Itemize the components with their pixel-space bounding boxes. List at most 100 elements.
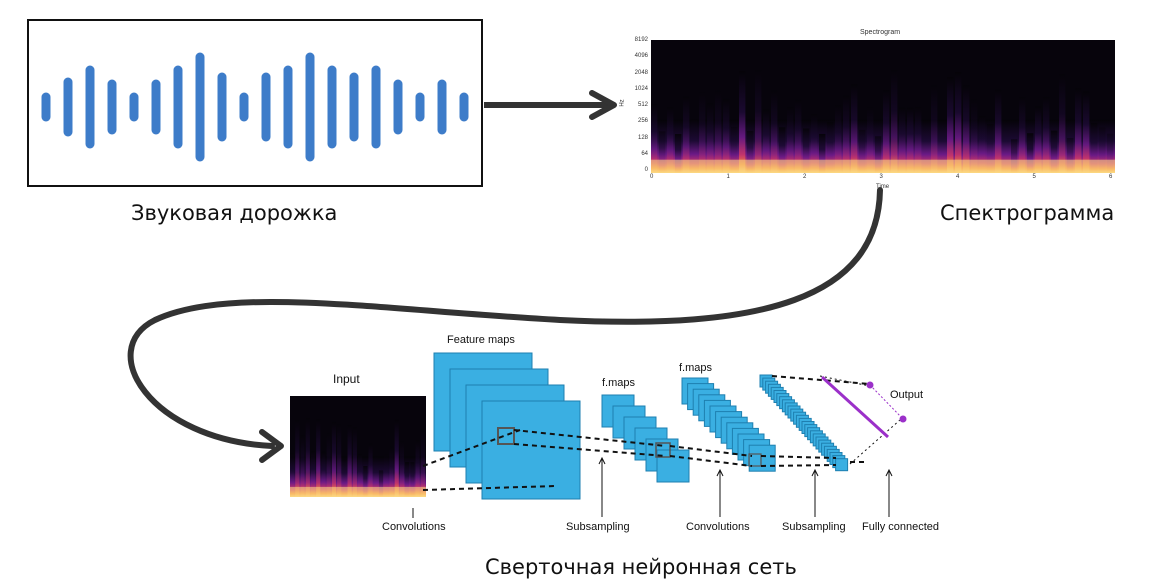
connection-line	[669, 445, 753, 457]
spectrogram-burst	[1091, 122, 1098, 173]
spectrogram-burst	[931, 85, 938, 173]
spectrogram-burst	[755, 69, 762, 173]
connection-line	[760, 464, 837, 467]
stage-pointer-head	[885, 468, 893, 477]
spectrogram-burst	[771, 90, 778, 173]
spectrogram-burst	[342, 458, 347, 497]
spectrogram-burst	[373, 456, 378, 497]
stage-label-fully-connected: Fully connected	[862, 521, 940, 533]
cnn-input-spectrogram	[290, 396, 426, 497]
spectrogram-burst	[835, 105, 842, 173]
stage-pointer-head	[598, 456, 606, 465]
connection-line	[669, 455, 753, 467]
spectrogram-burst	[683, 96, 690, 173]
connection-line	[819, 375, 871, 387]
spectrogram-burst	[405, 462, 410, 497]
output-label: Output	[890, 389, 924, 401]
spectrogram-burst	[739, 71, 746, 173]
spectrogram-burst	[787, 107, 794, 173]
audio-track-caption: Звуковая дорожка	[131, 201, 338, 225]
spectrogram-burst	[979, 116, 986, 173]
spectrogram-x-tick: 3	[879, 174, 883, 180]
spectrogram-burst	[1011, 139, 1018, 173]
spectrogram-burst	[923, 120, 930, 173]
spectrogram-burst	[763, 109, 770, 173]
kernel-window	[655, 442, 671, 458]
spectrogram-x-tick: 1	[726, 174, 730, 180]
output-layer	[820, 375, 890, 439]
spectrogram-burst	[384, 454, 389, 497]
stage-label-subsampling-2: Subsampling	[782, 521, 846, 533]
spectrogram-burst	[1067, 137, 1074, 173]
spectrogram-xlabel: Time	[876, 184, 890, 190]
spectrogram-burst	[803, 128, 810, 173]
connection-line	[422, 485, 557, 491]
spectrogram-burst	[399, 440, 405, 497]
connection-line	[849, 419, 901, 465]
stage-label-convolutions-2: Convolutions	[686, 521, 750, 533]
spectrogram-burst	[310, 450, 316, 497]
spectrogram-burst	[1043, 96, 1050, 173]
spectrogram-burst	[290, 453, 295, 497]
spectrogram-burst	[867, 106, 874, 173]
spectrogram-burst	[939, 119, 946, 173]
spectrogram-burst	[747, 130, 754, 173]
arrow-audio-to-spectrogram	[484, 90, 617, 120]
spectrogram-burst	[394, 419, 399, 497]
spectrogram-burst	[795, 99, 802, 173]
stage-pointer-head	[716, 468, 724, 477]
spectrogram-burst	[875, 136, 882, 173]
spectrogram-burst	[667, 107, 674, 173]
spectrogram-burst	[347, 425, 352, 497]
kernel-window	[497, 427, 515, 445]
spectrogram-burst	[331, 421, 337, 497]
spectrogram-burst	[1003, 120, 1010, 173]
spectrogram-burst	[410, 462, 415, 497]
connection-line	[771, 375, 871, 385]
spectrogram-burst	[715, 90, 722, 173]
spectrogram-burst	[819, 133, 826, 173]
waveform-graphic	[41, 52, 469, 162]
spectrogram-burst	[843, 95, 850, 173]
spectrogram-y-tick: 0	[644, 167, 648, 173]
spectrogram-burst	[1099, 127, 1106, 173]
spectrogram-burst	[691, 118, 698, 173]
stage-pointer-head	[811, 468, 819, 477]
spectrogram-burst	[352, 427, 357, 497]
spectrogram-burst	[1083, 91, 1090, 173]
spectrogram-burst	[300, 435, 305, 497]
spectrogram-burst	[659, 131, 666, 173]
spectrogram-image	[651, 40, 1115, 173]
spectrogram-y-tick: 128	[637, 134, 648, 141]
spectrogram-y-tick: 1024	[634, 85, 648, 92]
spectrogram-burst	[321, 451, 326, 497]
spectrogram-burst	[1075, 88, 1082, 173]
spectrogram-burst	[316, 418, 321, 497]
audio-track-box	[27, 19, 483, 187]
feature-map	[481, 400, 581, 500]
spectrogram-title: Spectrogram	[860, 29, 901, 36]
spectrogram-burst	[1019, 96, 1026, 173]
spectrogram-y-tick: 2048	[634, 69, 648, 76]
stage-label-convolutions-1: Convolutions	[382, 521, 446, 533]
spectrogram-floor	[651, 159, 1115, 173]
kernel-window	[748, 453, 762, 467]
spectrogram-burst	[731, 126, 738, 173]
spectrogram-burst	[1035, 106, 1042, 173]
spectrogram-burst	[368, 443, 373, 497]
spectrogram-burst	[883, 89, 890, 173]
spectrogram-burst	[378, 470, 384, 497]
spectrogram-burst	[811, 114, 818, 173]
spectrogram-x-tick: 2	[803, 174, 807, 180]
spectrogram-burst	[675, 134, 682, 173]
spectrogram-burst	[389, 446, 394, 497]
connection-line	[513, 429, 667, 447]
spectrogram-burst	[699, 91, 706, 173]
spectrogram-burst	[827, 122, 834, 173]
connection-line	[513, 443, 667, 457]
spectrogram-x-tick: 4	[956, 174, 960, 180]
